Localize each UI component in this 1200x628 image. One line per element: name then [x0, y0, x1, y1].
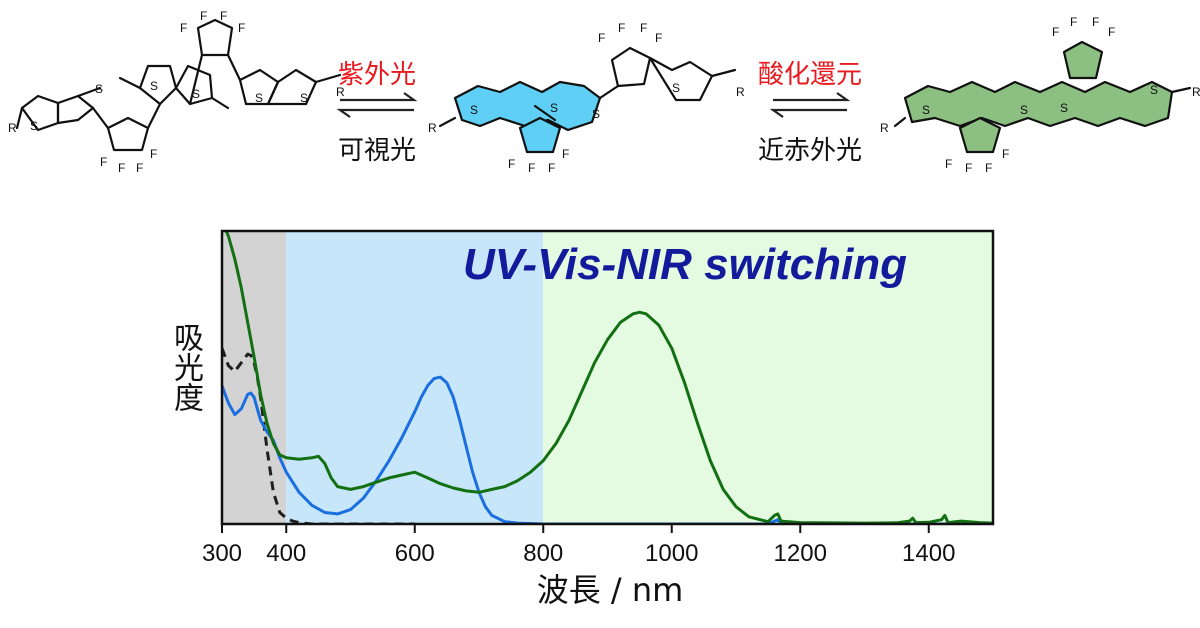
- plot-frame: [220, 229, 995, 526]
- equilibrium-arrows-1: [336, 92, 418, 118]
- x-tick-label-800: 800: [523, 540, 563, 567]
- open-form-molecule: [15, 18, 342, 152]
- svg-text:F: F: [618, 21, 625, 35]
- svg-text:R: R: [1192, 85, 1200, 99]
- svg-text:F: F: [136, 161, 143, 175]
- svg-text:F: F: [200, 9, 207, 23]
- svg-text:F: F: [1002, 147, 1009, 161]
- absorption-spectrum-chart: 300 400 600 800 1000 1200 1400: [202, 229, 995, 567]
- svg-text:F: F: [150, 147, 157, 161]
- svg-text:S: S: [255, 91, 263, 105]
- svg-text:F: F: [100, 155, 107, 169]
- svg-text:S: S: [300, 91, 308, 105]
- region-2: [543, 231, 993, 524]
- closed-form-molecule-blue: [438, 46, 737, 154]
- svg-text:F: F: [180, 21, 187, 35]
- svg-text:F: F: [528, 161, 535, 175]
- svg-text:F: F: [238, 21, 245, 35]
- nir-light-label: 近赤外光: [757, 136, 862, 166]
- x-tick-label-400: 400: [266, 540, 306, 567]
- svg-text:S: S: [922, 103, 930, 117]
- svg-text:S: S: [1150, 83, 1158, 97]
- svg-text:S: S: [95, 82, 103, 96]
- x-tick-label-600: 600: [395, 540, 435, 567]
- svg-text:F: F: [562, 147, 569, 161]
- svg-text:S: S: [192, 87, 200, 101]
- svg-text:S: S: [1060, 101, 1068, 115]
- svg-text:F: F: [548, 161, 555, 175]
- svg-text:S: S: [550, 101, 558, 115]
- chart-title: UV-Vis-NIR switching: [462, 240, 908, 289]
- svg-text:S: S: [672, 81, 680, 95]
- svg-text:S: S: [592, 107, 600, 121]
- redox-label: 酸化還元: [757, 60, 862, 90]
- svg-text:F: F: [220, 9, 227, 23]
- svg-text:F: F: [118, 161, 125, 175]
- svg-text:F: F: [655, 31, 662, 45]
- region-0: [222, 231, 287, 524]
- svg-text:F: F: [508, 157, 515, 171]
- r-label-1: R: [8, 121, 17, 135]
- uv-light-label: 紫外光: [337, 60, 416, 90]
- x-tick-label-1000: 1000: [645, 540, 698, 567]
- x-axis-label: 波長 / nm: [536, 571, 684, 609]
- svg-text:S: S: [470, 103, 478, 117]
- svg-text:S: S: [150, 79, 158, 93]
- series-line-0: [222, 347, 415, 524]
- svg-text:F: F: [945, 157, 952, 171]
- svg-text:F: F: [965, 161, 972, 175]
- series-line-1: [222, 375, 993, 524]
- svg-text:F: F: [1092, 15, 1099, 29]
- svg-text:R: R: [736, 85, 745, 99]
- svg-text:F: F: [985, 161, 992, 175]
- svg-text:S: S: [1020, 103, 1028, 117]
- svg-text:F: F: [640, 21, 647, 35]
- r-label-2: R: [428, 121, 437, 135]
- svg-text:F: F: [1108, 25, 1115, 39]
- svg-text:F: F: [1070, 15, 1077, 29]
- equilibrium-arrows-2: [769, 92, 851, 118]
- r-label-3: R: [880, 121, 889, 135]
- oxidized-form-molecule-green: [893, 40, 1192, 154]
- y-axis-label: 吸光度: [168, 322, 203, 412]
- svg-text:F: F: [1052, 25, 1059, 39]
- visible-light-label: 可視光: [337, 136, 416, 166]
- x-tick-label-1200: 1200: [774, 540, 827, 567]
- x-tick-label-300: 300: [202, 540, 242, 567]
- x-tick-label-1400: 1400: [902, 540, 955, 567]
- svg-text:R: R: [336, 85, 345, 99]
- svg-text:F: F: [598, 31, 605, 45]
- svg-text:S: S: [30, 119, 38, 133]
